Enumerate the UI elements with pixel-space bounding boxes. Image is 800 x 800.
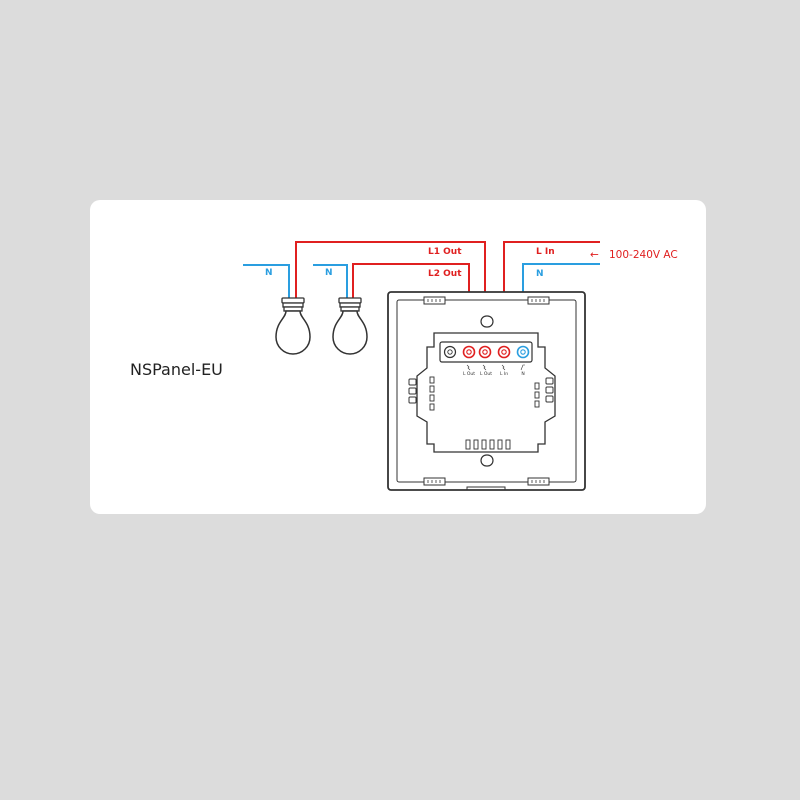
terminal-symbol-4-icon: [520, 364, 525, 371]
nspanel-back-view: L Out L Out L In N: [387, 291, 586, 491]
neutral-wire-bulb-1: [243, 264, 290, 300]
l1-out-label: L1 Out: [428, 247, 462, 257]
ac-supply-label: 100-240V AC: [609, 249, 678, 261]
terminal-n: [516, 345, 530, 359]
terminal-label-1: L Out: [463, 371, 475, 377]
neutral-label-left: N: [265, 268, 273, 278]
terminal-symbol-1-icon: [466, 364, 471, 371]
terminal-l-in: [497, 345, 511, 359]
terminal-label-3: L In: [500, 371, 508, 377]
terminal-l1-out: [462, 345, 476, 359]
neutral-wire-bulb-2: [313, 264, 348, 300]
l2-out-label: L2 Out: [428, 269, 462, 279]
l-in-label: L In: [536, 247, 555, 257]
terminal-symbol-2-icon: [482, 364, 487, 371]
terminal-l2-out: [478, 345, 492, 359]
terminal-label-4: N: [521, 371, 524, 377]
product-name: NSPanel-EU: [130, 360, 223, 379]
terminal-label-2: L Out: [480, 371, 492, 377]
light-bulb-1-icon: [275, 297, 311, 355]
terminal-symbol-3-icon: [501, 364, 506, 371]
neutral-label-middle: N: [325, 268, 333, 278]
ac-arrow-icon: ←: [590, 249, 599, 261]
neutral-label-right: N: [536, 269, 544, 279]
light-bulb-2-icon: [332, 297, 368, 355]
